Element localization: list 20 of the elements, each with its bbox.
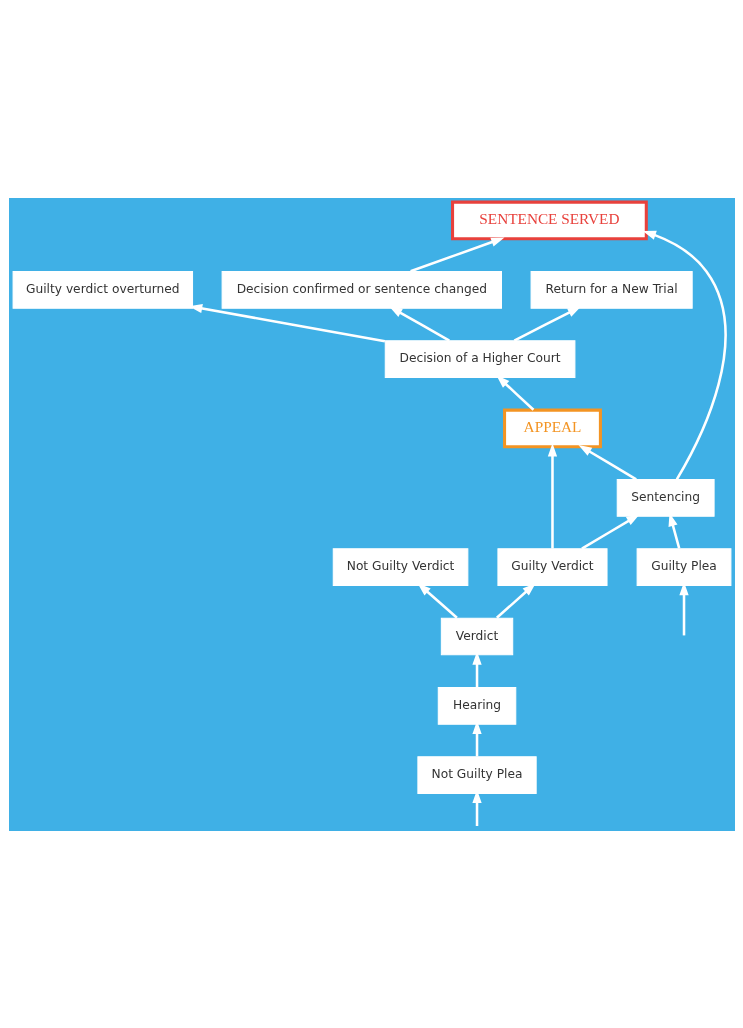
node-box: Decision of a Higher Court <box>384 339 575 378</box>
node-box: Guilty Plea <box>636 547 731 586</box>
node-box: Verdict <box>440 617 513 655</box>
arrow <box>642 230 726 480</box>
arrow <box>513 305 581 342</box>
node-box: Decision confirmed or sentence changed <box>221 270 502 309</box>
node-box: Hearing <box>437 686 516 725</box>
node-box: Return for a New Trial <box>530 270 693 309</box>
node-box: Sentencing <box>616 478 715 517</box>
node-box: SENTENCE SERVED <box>450 200 648 240</box>
arrow <box>409 237 504 272</box>
arrow <box>388 305 450 342</box>
node-box: Not Guilty Plea <box>416 755 537 794</box>
node-box: Guilty verdict overturned <box>12 270 193 309</box>
arrow <box>547 442 557 549</box>
arrow <box>577 444 637 480</box>
node-box: APPEAL <box>502 408 602 448</box>
node-box: Not Guilty Verdict <box>332 547 468 586</box>
node-box: Guilty Verdict <box>496 547 608 586</box>
arrow <box>580 513 640 550</box>
